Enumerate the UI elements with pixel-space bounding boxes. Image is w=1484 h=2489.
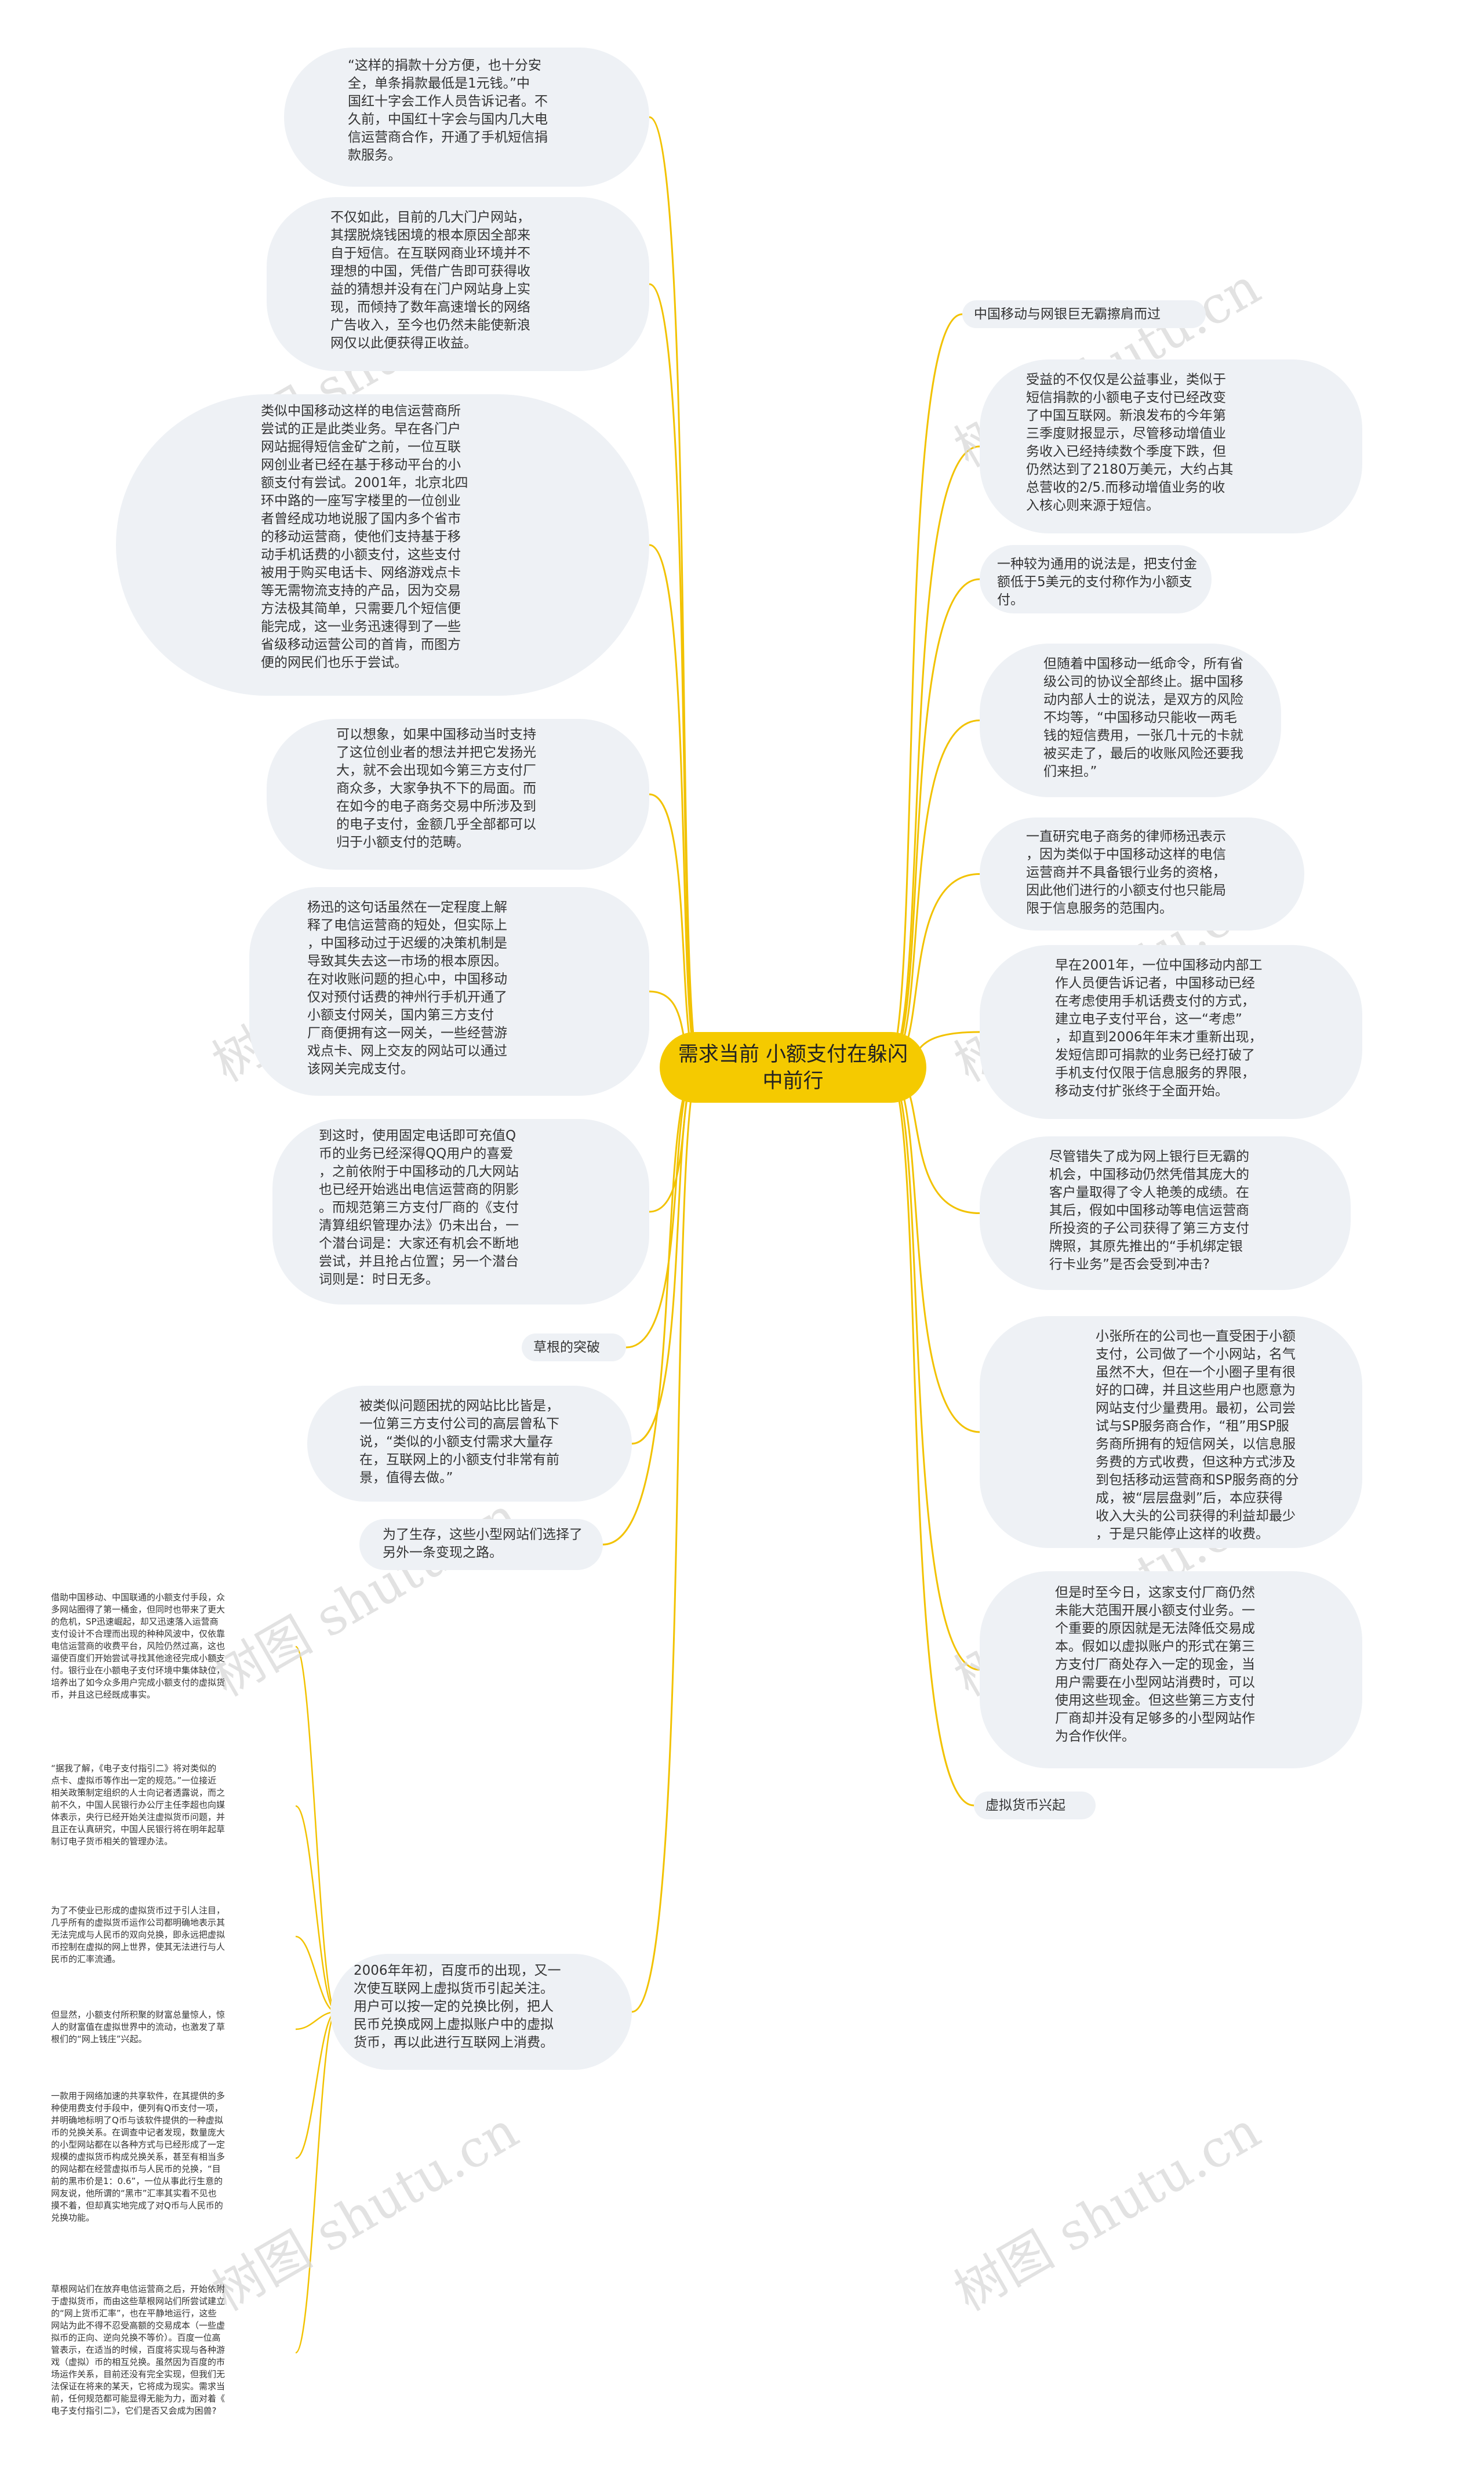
- branch-label-china-mobile[interactable]: 中国移动与网银巨无霸擦肩而过: [962, 300, 1206, 328]
- leaf-text: 但显然，小额支付所积聚的财富总量惊人，惊 人的财富值在虚拟世界中的流动，也激发了…: [51, 2010, 225, 2044]
- connector-f1: [294, 1645, 337, 2013]
- topic-node[interactable]: 可以想象，如果中国移动当时支持 了这位创业者的想法并把它发扬光 大，就不会出现如…: [267, 719, 649, 870]
- topic-node[interactable]: 2006年年初，百度币的出现，又一 次使互联网上虚拟货币引起关注。 用户可以按一…: [330, 1954, 632, 2070]
- connector-label2: [885, 1066, 974, 1807]
- leaf-text: 为了不使业已形成的虚拟货币过于引人注目， 几乎所有的虚拟货币运作公司都明确地表示…: [51, 1905, 225, 1964]
- topic-node[interactable]: 不仅如此，目前的几大门户网站， 其摆脱烧钱困境的根本原因全部来 自于短信。在互联…: [267, 197, 649, 371]
- root-topic[interactable]: 需求当前 小额支付在躲闪 中前行: [660, 1032, 926, 1103]
- connector-label1: [885, 313, 963, 1069]
- topic-node[interactable]: 被类似问题困扰的网站比比皆是， 一位第三方支付公司的高层曾私下 说，“类似的小额…: [307, 1386, 632, 1502]
- connector-r2: [885, 578, 980, 1069]
- connector-f2: [295, 1805, 337, 2013]
- topic-node[interactable]: “这样的捐款十分方便，也十分安 全，单条捐款最低是1元钱。”中 国红十字会工作人…: [284, 48, 649, 187]
- connector-r8: [885, 1066, 980, 1671]
- topic-node[interactable]: 早在2001年，一位中国移动内部工 作人员便告诉记者，中国移动已经 在考虑使用手…: [980, 945, 1362, 1119]
- leaf-text: “据我了解，《电子支付指引二》将对类似的 点卡、虚拟币等作出一定的规范。”一位接…: [51, 1763, 225, 1847]
- topic-node[interactable]: 小张所在的公司也一直受困于小额 支付，公司做了一个小网站，名气 虽然不大，但在一…: [980, 1316, 1362, 1548]
- connector-f5: [295, 2011, 337, 2159]
- connector-l3: [649, 544, 701, 1069]
- leaf-text: 一款用于网络加速的共享软件，在其提供的多 种使用费支付手段中，便列有Q币支付一项…: [51, 2091, 225, 2223]
- topic-node[interactable]: 受益的不仅仅是公益事业，类似于 短信捐款的小额电子支付已经改变 了中国互联网。新…: [980, 359, 1362, 533]
- leaf-text: 借助中国移动、中国联通的小额支付手段，众 多网站圈得了第一桶金，但同时也带来了更…: [51, 1592, 225, 1700]
- topic-node[interactable]: 但随着中国移动一纸命令，所有省 级公司的协议全部终止。据中国移 动内部人士的说法…: [980, 644, 1281, 797]
- topic-node[interactable]: 为了生存，这些小型网站们选择了 另外一条变现之路。: [359, 1519, 603, 1570]
- topic-node[interactable]: 杨迅的这句话虽然在一定程度上解 释了电信运营商的短处，但实际上 ，中国移动过于迟…: [249, 887, 649, 1096]
- topic-node[interactable]: 但是时至今日，这家支付厂商仍然 未能大范围开展小额支付业务。一 个重要的原因就是…: [980, 1571, 1362, 1768]
- connector-l2: [649, 283, 701, 1069]
- branch-label-virtual-currency[interactable]: 虚拟货币兴起: [974, 1792, 1096, 1819]
- topic-node[interactable]: 一直研究电子商务的律师杨迅表示 ，因为类似于中国移动这样的电信 运营商并不具备银…: [980, 817, 1304, 931]
- topic-node[interactable]: 到这时，使用固定电话即可充值Q 币的业务已经深得QQ用户的喜爱 ，之前依附于中国…: [272, 1119, 649, 1305]
- leaf-text: 草根网站们在放弃电信运营商之后，开始依附 于虚拟货币，而由这些草根网站们所尝试建…: [51, 2284, 225, 2416]
- topic-node[interactable]: 类似中国移动这样的电信运营商所 尝试的正是此类业务。早在各门户 网站掘得短信金矿…: [116, 394, 649, 696]
- connector-l1: [649, 116, 701, 1069]
- topic-node[interactable]: 尽管错失了成为网上银行巨无霸的 机会，中国移动仍然凭借其庞大的 客户量取得了令人…: [980, 1136, 1351, 1290]
- branch-label-grassroots[interactable]: 草根的突破: [522, 1333, 626, 1361]
- connector-f6: [295, 2011, 337, 2354]
- connector-l9: [631, 1066, 701, 2013]
- topic-node[interactable]: 一种较为通用的说法是，把支付金 额低于5美元的支付称作为小额支 付。: [980, 545, 1212, 613]
- connector-r7: [885, 1066, 980, 1433]
- connector-r1: [885, 445, 980, 1069]
